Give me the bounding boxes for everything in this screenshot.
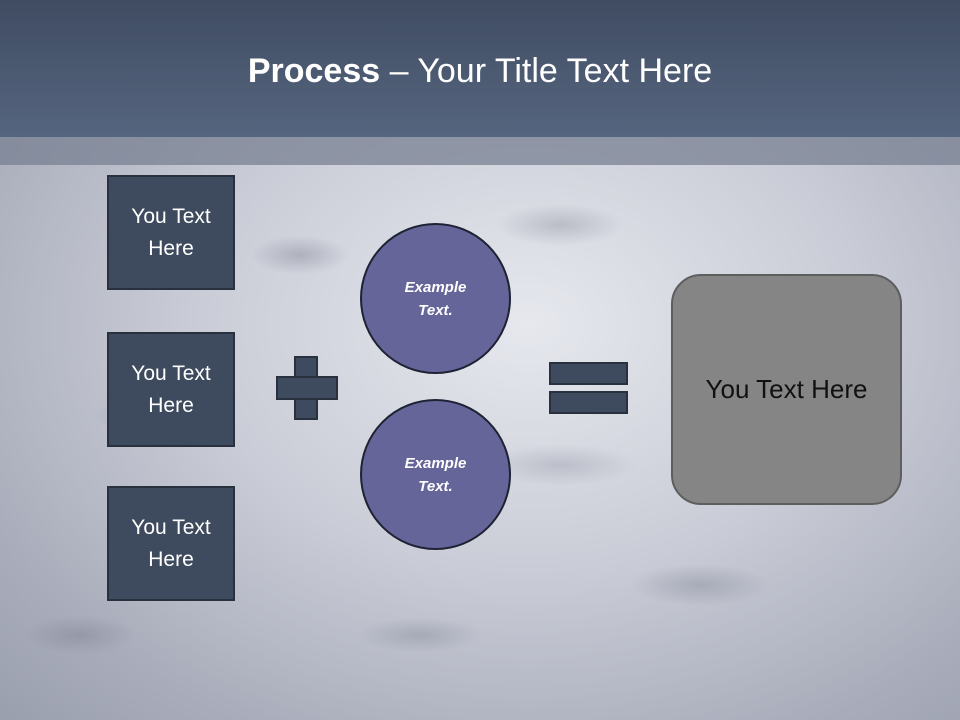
slide-title: Process – Your Title Text Here <box>0 52 960 91</box>
result-box: You Text Here <box>671 274 902 505</box>
result-label: You Text Here <box>705 374 868 404</box>
text-box-label: You Text Here <box>131 515 211 571</box>
title-rest: – Your Title Text Here <box>380 52 713 90</box>
text-box-label: You Text Here <box>131 204 211 260</box>
circle-label: Example Text. <box>404 454 467 495</box>
text-box-1: You Text Here <box>107 175 235 290</box>
text-box-2: You Text Here <box>107 332 235 447</box>
title-bold: Process <box>247 52 381 90</box>
example-circle-1: Example Text. <box>360 223 511 374</box>
circle-label: Example Text. <box>404 278 467 319</box>
text-box-3: You Text Here <box>107 486 235 601</box>
title-bar <box>0 0 960 137</box>
text-box-label: You Text Here <box>131 361 211 417</box>
header-band <box>0 137 960 165</box>
example-circle-2: Example Text. <box>360 399 511 550</box>
